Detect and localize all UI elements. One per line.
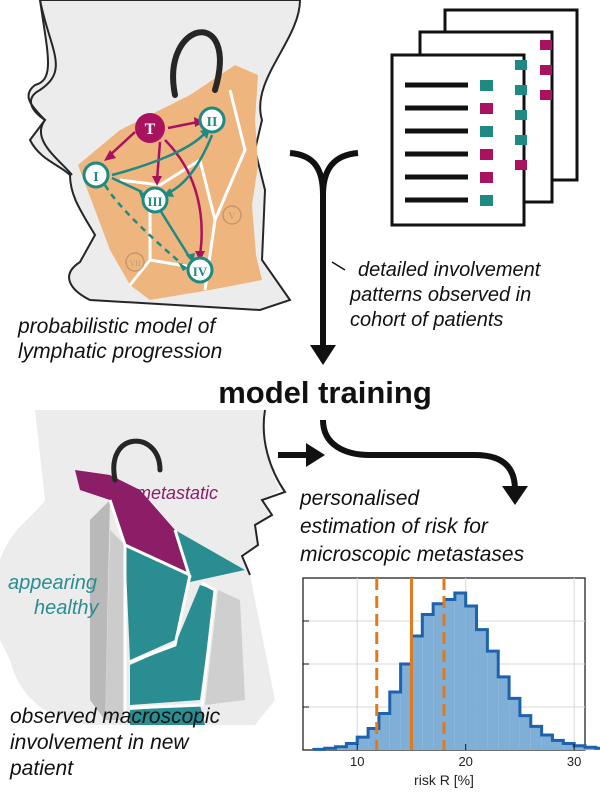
split-arrowhead-risk — [502, 486, 528, 505]
tumor-node: T — [135, 113, 165, 143]
histogram-outline — [312, 591, 600, 751]
caption-tick — [331, 261, 346, 271]
svg-text:T: T — [145, 121, 156, 138]
svg-text:II: II — [207, 115, 218, 130]
svg-text:V: V — [228, 211, 236, 222]
risk-caption-line2: estimation of risk for — [300, 515, 489, 538]
svg-text:VII: VII — [129, 259, 140, 268]
bottom-caption-line2: involvement in new — [10, 731, 190, 754]
bottom-ear-icon — [111, 438, 163, 483]
node-level-II: II — [198, 106, 226, 134]
healthy-region-upper — [125, 545, 190, 660]
merge-arrow — [289, 150, 359, 348]
histogram-bar — [346, 743, 358, 750]
node-level-I: I — [82, 161, 110, 189]
histogram-bar — [498, 676, 510, 750]
x-tick-label: 10 — [350, 754, 364, 769]
node-level-V: V — [222, 205, 242, 225]
patient-records-icon — [390, 8, 579, 227]
patients-caption-line2: patterns observed in — [349, 284, 531, 306]
histogram-bar — [574, 745, 585, 750]
bottom-face-line — [240, 409, 287, 576]
histogram-bar — [487, 651, 499, 750]
top-ear-icon — [170, 29, 223, 98]
healthy-label-line1: appearing — [8, 572, 97, 594]
histogram-x-label: risk R [%] — [414, 772, 474, 788]
top-caption-line1: probabilistic model of — [17, 315, 217, 338]
histogram-bar — [552, 740, 564, 750]
top-head-illustration: T I II III IV V VII — [27, 0, 302, 312]
x-tick-label: 30 — [567, 754, 581, 769]
histogram-bar — [357, 737, 369, 750]
split-arrowhead-head — [306, 443, 325, 467]
histogram-bar — [335, 746, 347, 750]
risk-caption-line1: personalised — [299, 487, 420, 510]
histogram-markers — [375, 578, 446, 750]
histogram-bar — [519, 715, 531, 750]
node-level-VII: VII — [125, 252, 145, 272]
histogram-bar — [530, 726, 542, 750]
top-teal-arrows — [103, 132, 214, 265]
histogram-bar — [465, 605, 477, 750]
node-level-III: III — [141, 186, 169, 214]
histogram-bar — [411, 636, 423, 750]
histogram-bar — [378, 713, 390, 750]
histogram-bar — [433, 603, 444, 750]
histogram-bars — [313, 593, 600, 750]
histogram-bar — [476, 629, 488, 750]
risk-caption-line3: microscopic metastases — [300, 543, 525, 566]
histogram-bar — [368, 728, 379, 750]
svg-text:III: III — [147, 194, 162, 209]
bottom-head-illustration — [0, 409, 287, 725]
histogram-ticks: 10 20 30 — [350, 744, 581, 769]
patients-caption-line1: detailed involvement — [358, 259, 542, 281]
top-face-line — [30, 0, 73, 176]
risk-histogram: 10 20 30 risk R [%] — [302, 577, 600, 788]
metastatic-label: metastatic — [136, 483, 218, 503]
x-tick-label: 20 — [458, 754, 472, 769]
bottom-caption-line3: patient — [9, 757, 74, 780]
split-arrow — [278, 419, 518, 491]
node-level-IV: IV — [186, 256, 214, 284]
healthy-label-line2: healthy — [34, 597, 99, 619]
top-caption-line2: lymphatic progression — [18, 340, 222, 363]
histogram-bar — [389, 691, 401, 750]
patients-caption-line3: cohort of patients — [350, 309, 503, 331]
merge-arrowhead — [310, 345, 336, 365]
histogram-bar — [444, 599, 455, 750]
histogram-bar — [509, 698, 520, 750]
bottom-caption-line1: observed macroscopic — [10, 705, 221, 728]
histogram-bar — [454, 593, 466, 750]
histogram-bar — [563, 743, 575, 750]
svg-text:I: I — [93, 170, 98, 185]
model-training-title: model training — [218, 375, 432, 410]
metastatic-region — [75, 470, 190, 575]
histogram-bar — [422, 614, 434, 750]
histogram-bar — [400, 664, 412, 750]
histogram-bar — [541, 734, 553, 750]
svg-text:IV: IV — [193, 264, 208, 279]
